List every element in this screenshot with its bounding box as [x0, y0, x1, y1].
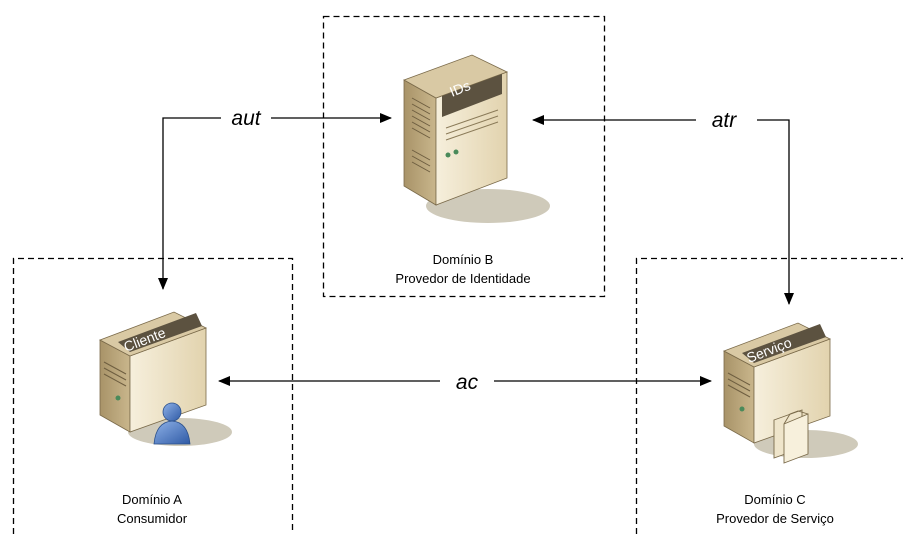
arrow-ac: ac — [218, 371, 712, 394]
arrow-aut: aut — [158, 107, 392, 290]
domain-a-box — [12, 257, 294, 534]
domain-c-name: Domínio C — [744, 492, 805, 507]
ac-label: ac — [456, 371, 479, 394]
folder-icon — [773, 409, 809, 464]
client-server: Cliente — [99, 311, 232, 446]
idp-shadow — [426, 189, 550, 223]
domain-b-label: Domínio B Provedor de Identidade — [395, 252, 530, 286]
domain-a-name: Domínio A — [122, 492, 182, 507]
tower-server-icon — [403, 54, 509, 206]
idp-server: IDs — [403, 54, 550, 223]
domain-c-role: Provedor de Serviço — [716, 511, 834, 526]
atr-label: atr — [712, 109, 738, 132]
domain-c-label: Domínio C Provedor de Serviço — [716, 492, 834, 526]
domain-b-role: Provedor de Identidade — [395, 271, 530, 286]
domain-a-role: Consumidor — [117, 511, 188, 526]
service-server-body — [723, 322, 832, 444]
service-server: Serviço — [723, 322, 858, 464]
user-icon — [153, 402, 191, 445]
aut-label: aut — [231, 107, 261, 130]
arrow-atr: atr — [532, 109, 794, 305]
idp-server-label: IDs — [447, 77, 472, 100]
domain-c-box — [635, 257, 903, 534]
domain-b-box — [322, 15, 606, 298]
domain-b-name: Domínio B — [433, 252, 494, 267]
client-server-body — [99, 311, 208, 433]
domain-a-label: Domínio A Consumidor — [117, 492, 188, 526]
